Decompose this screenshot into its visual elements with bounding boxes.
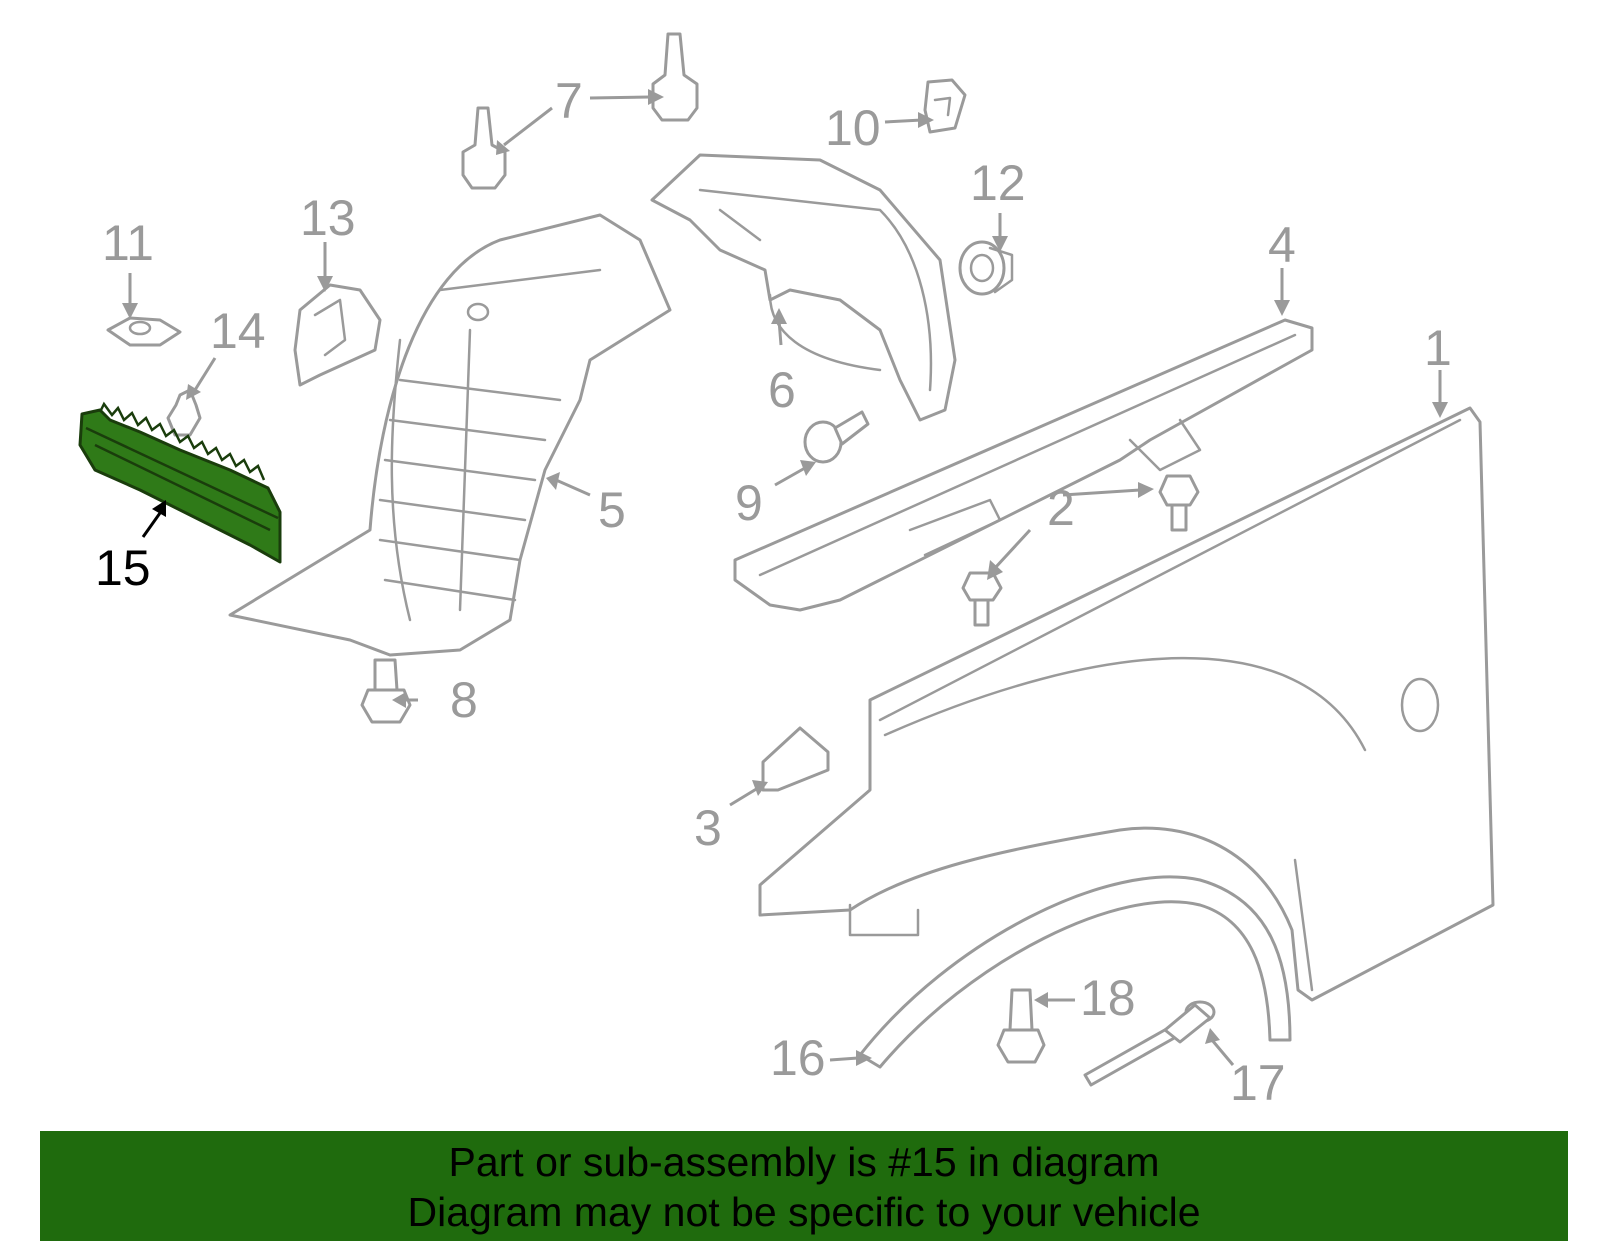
callout-6: 6 bbox=[768, 362, 796, 418]
part-4-support-rail bbox=[733, 318, 1314, 612]
part-16-arch-molding bbox=[858, 875, 1292, 1069]
callout-9: 9 bbox=[735, 475, 763, 531]
part-12-grommet bbox=[958, 240, 1014, 296]
callout-3: 3 bbox=[694, 800, 722, 856]
callout-16: 16 bbox=[770, 1030, 826, 1086]
callout-13: 13 bbox=[300, 190, 356, 246]
callout-18: 18 bbox=[1080, 970, 1136, 1026]
callout-15: 15 bbox=[95, 540, 151, 596]
callout-8: 8 bbox=[450, 672, 478, 728]
banner-line-1: Part or sub-assembly is #15 in diagram bbox=[448, 1139, 1160, 1185]
leader-lines bbox=[122, 89, 1448, 1066]
callout-10: 10 bbox=[825, 100, 881, 156]
part-9-screw bbox=[803, 410, 870, 464]
part-15-highlighted-seal bbox=[78, 401, 282, 564]
callout-5: 5 bbox=[598, 482, 626, 538]
part-3-pad bbox=[761, 726, 830, 792]
callout-4: 4 bbox=[1268, 217, 1296, 273]
callout-labels: 1 2 3 4 5 6 7 8 9 10 11 12 13 14 15 16 1… bbox=[95, 73, 1452, 1111]
callout-7: 7 bbox=[555, 73, 583, 129]
part-7-push-clips bbox=[461, 32, 699, 190]
part-14-push-clip bbox=[166, 388, 202, 437]
part-11-clip-nut bbox=[106, 316, 182, 347]
part-13-bracket bbox=[293, 283, 382, 387]
part-8-bolt bbox=[360, 658, 412, 724]
banner-line-2: Diagram may not be specific to your vehi… bbox=[407, 1189, 1201, 1235]
part-6-liner-section bbox=[650, 153, 957, 422]
callout-11: 11 bbox=[102, 215, 154, 271]
info-banner: Part or sub-assembly is #15 in diagram D… bbox=[40, 1131, 1568, 1241]
part-17-rivet bbox=[1083, 1000, 1216, 1087]
callout-14: 14 bbox=[210, 303, 266, 359]
part-10-retainer bbox=[923, 78, 967, 134]
callout-12: 12 bbox=[970, 155, 1026, 211]
callout-1: 1 bbox=[1424, 320, 1452, 376]
part-5-fender-liner bbox=[228, 213, 672, 657]
part-18-bolt bbox=[996, 988, 1046, 1064]
callout-17: 17 bbox=[1230, 1055, 1286, 1111]
part-2-bolts bbox=[961, 474, 1200, 627]
callout-2: 2 bbox=[1047, 480, 1075, 536]
part-1-fender bbox=[758, 406, 1495, 1002]
